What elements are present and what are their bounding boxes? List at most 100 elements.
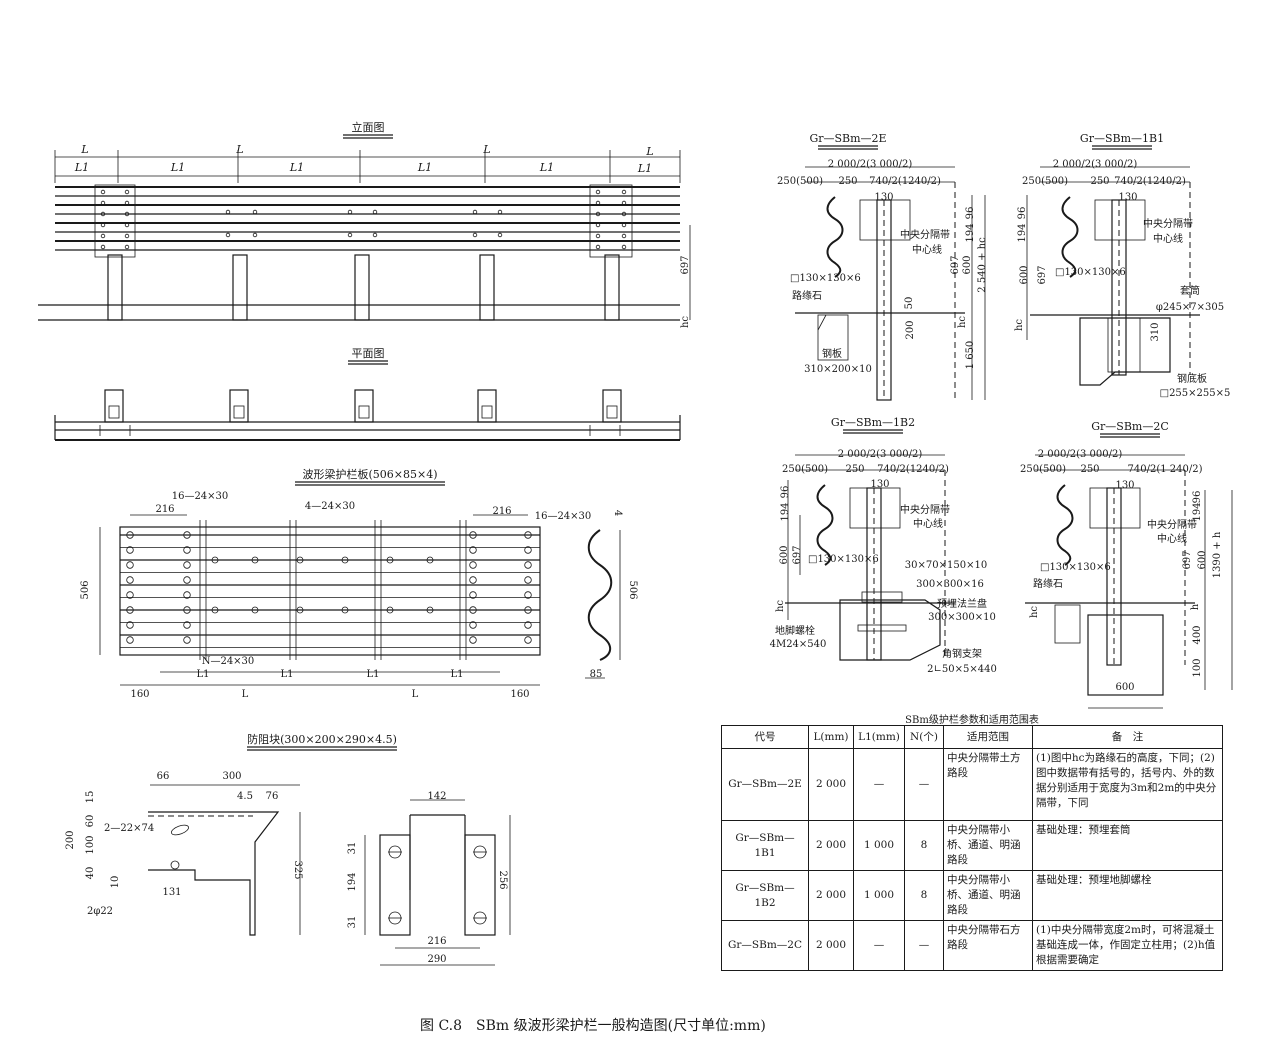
col-l1: L1(mm) <box>853 725 905 749</box>
bolt-hole <box>211 556 219 564</box>
dimension-label: 600 <box>779 545 790 564</box>
bolt-hole <box>124 222 130 228</box>
dimension-label: 300×300×10 <box>928 612 996 623</box>
bolt-hole <box>251 606 259 614</box>
dimension-label: 506 <box>80 580 91 599</box>
bolt-hole <box>183 546 191 554</box>
dimension-label: 4M24×540 <box>770 639 827 650</box>
flange-left <box>379 834 411 936</box>
dimension-label: 194 <box>780 502 791 521</box>
dimension-label: 40 <box>85 867 96 880</box>
dimension-label: 30×70×150×10 <box>905 560 987 571</box>
bolt-hole <box>100 222 106 228</box>
dimension-label: 2 000/2(3 000/2) <box>1038 449 1123 460</box>
dimension-label: L <box>235 143 243 156</box>
dimension-label: L1 <box>417 161 432 174</box>
dimension-label: □130×130×6 <box>790 273 861 284</box>
bolt-hole <box>386 606 394 614</box>
dimension-label: L1 <box>196 669 209 680</box>
bolt-hole <box>183 621 191 629</box>
dimension-label: 200 <box>65 830 76 849</box>
plan-title: 平面图 <box>352 347 385 360</box>
flange-right <box>464 834 496 936</box>
splice <box>589 184 633 258</box>
n-cell: 8 <box>904 820 944 871</box>
bolt-hole <box>469 531 477 539</box>
col-scope: 适用范围 <box>943 725 1033 749</box>
slot <box>171 824 189 836</box>
dimension-label: 250 <box>845 464 864 475</box>
dimension-label: 697 <box>1037 265 1048 284</box>
dimension-label: 142 <box>427 791 446 802</box>
dimension-label: hc <box>680 316 691 328</box>
bolt-hole <box>621 233 627 239</box>
dimension-label: 地脚螺栓 <box>775 624 815 637</box>
w-beam-profile <box>826 196 844 278</box>
angle-bracket <box>857 624 907 632</box>
bolt-hole <box>621 244 627 250</box>
post-block <box>233 405 245 419</box>
section-1b2-title: Gr—SBm—1B2 <box>831 416 915 429</box>
bolt-hole <box>100 189 106 195</box>
bolt-hole <box>621 200 627 206</box>
scope-cell: 中央分隔带石方路段 <box>943 920 1033 971</box>
dimension-label: 套筒 <box>1180 284 1200 297</box>
post <box>354 254 370 321</box>
bolt-hole <box>100 211 106 217</box>
bolt-hole <box>225 232 231 238</box>
dimension-label: 506 <box>627 580 638 599</box>
bolt-hole <box>595 211 601 217</box>
dimension-label: 中心线 <box>1153 232 1183 245</box>
drawing-geometry <box>38 134 1233 966</box>
dimension-label: L1 <box>366 669 379 680</box>
notes-cell: 基础处理：预埋地脚螺栓 <box>1032 870 1223 921</box>
n-cell: — <box>904 920 944 971</box>
bolt-hole <box>124 244 130 250</box>
blocker <box>1094 199 1146 241</box>
dimension-label: h <box>1190 603 1201 610</box>
dimension-label: 697 <box>680 255 691 274</box>
bolt-hole <box>126 561 134 569</box>
dimension-label: 250 <box>1080 464 1099 475</box>
dimension-label: 250(500) <box>1020 464 1066 475</box>
dimension-label: 中央分隔带 <box>1147 518 1197 531</box>
bolt-hole <box>469 546 477 554</box>
dimension-label: 15 <box>85 791 96 804</box>
dimension-label: 250 <box>838 176 857 187</box>
dimension-label: L1 <box>280 669 293 680</box>
dimension-label: 路缘石 <box>1033 577 1063 590</box>
post-block <box>358 405 370 419</box>
bolt-hole <box>524 621 532 629</box>
dimension-label: hc <box>957 316 968 328</box>
dimension-label: 50 <box>904 297 915 310</box>
bolt-hole <box>100 244 106 250</box>
bolt-hole <box>595 200 601 206</box>
splice <box>94 184 136 258</box>
foundation <box>839 599 941 661</box>
dimension-label: 600 <box>1197 550 1208 569</box>
dimension-label: L1 <box>74 161 89 174</box>
dimension-label: 1 650 <box>965 341 976 370</box>
dimension-label: 4 <box>612 510 623 516</box>
dimension-label: 中心线 <box>913 517 943 530</box>
bolt-hole <box>595 222 601 228</box>
dimension-label: 96 <box>780 486 791 499</box>
dimension-label: 250(500) <box>1022 176 1068 187</box>
dimension-label: 66 <box>157 771 170 782</box>
post-block <box>108 405 120 419</box>
bolt-hole <box>126 591 134 599</box>
dimension-label: 31 <box>347 916 358 929</box>
panel-title: 波形梁护栏板(506×85×4) <box>302 467 437 481</box>
bolt-hole <box>124 200 130 206</box>
sleeve <box>1107 317 1141 373</box>
n-cell: 8 <box>904 870 944 921</box>
l-cell: 2 000 <box>808 748 854 821</box>
bolt-hole <box>252 209 258 215</box>
l-cell: 2 000 <box>808 820 854 871</box>
curb <box>1054 604 1081 644</box>
bolt-hole <box>341 556 349 564</box>
post-block <box>481 405 493 419</box>
dimension-label: 中心线 <box>912 243 942 256</box>
